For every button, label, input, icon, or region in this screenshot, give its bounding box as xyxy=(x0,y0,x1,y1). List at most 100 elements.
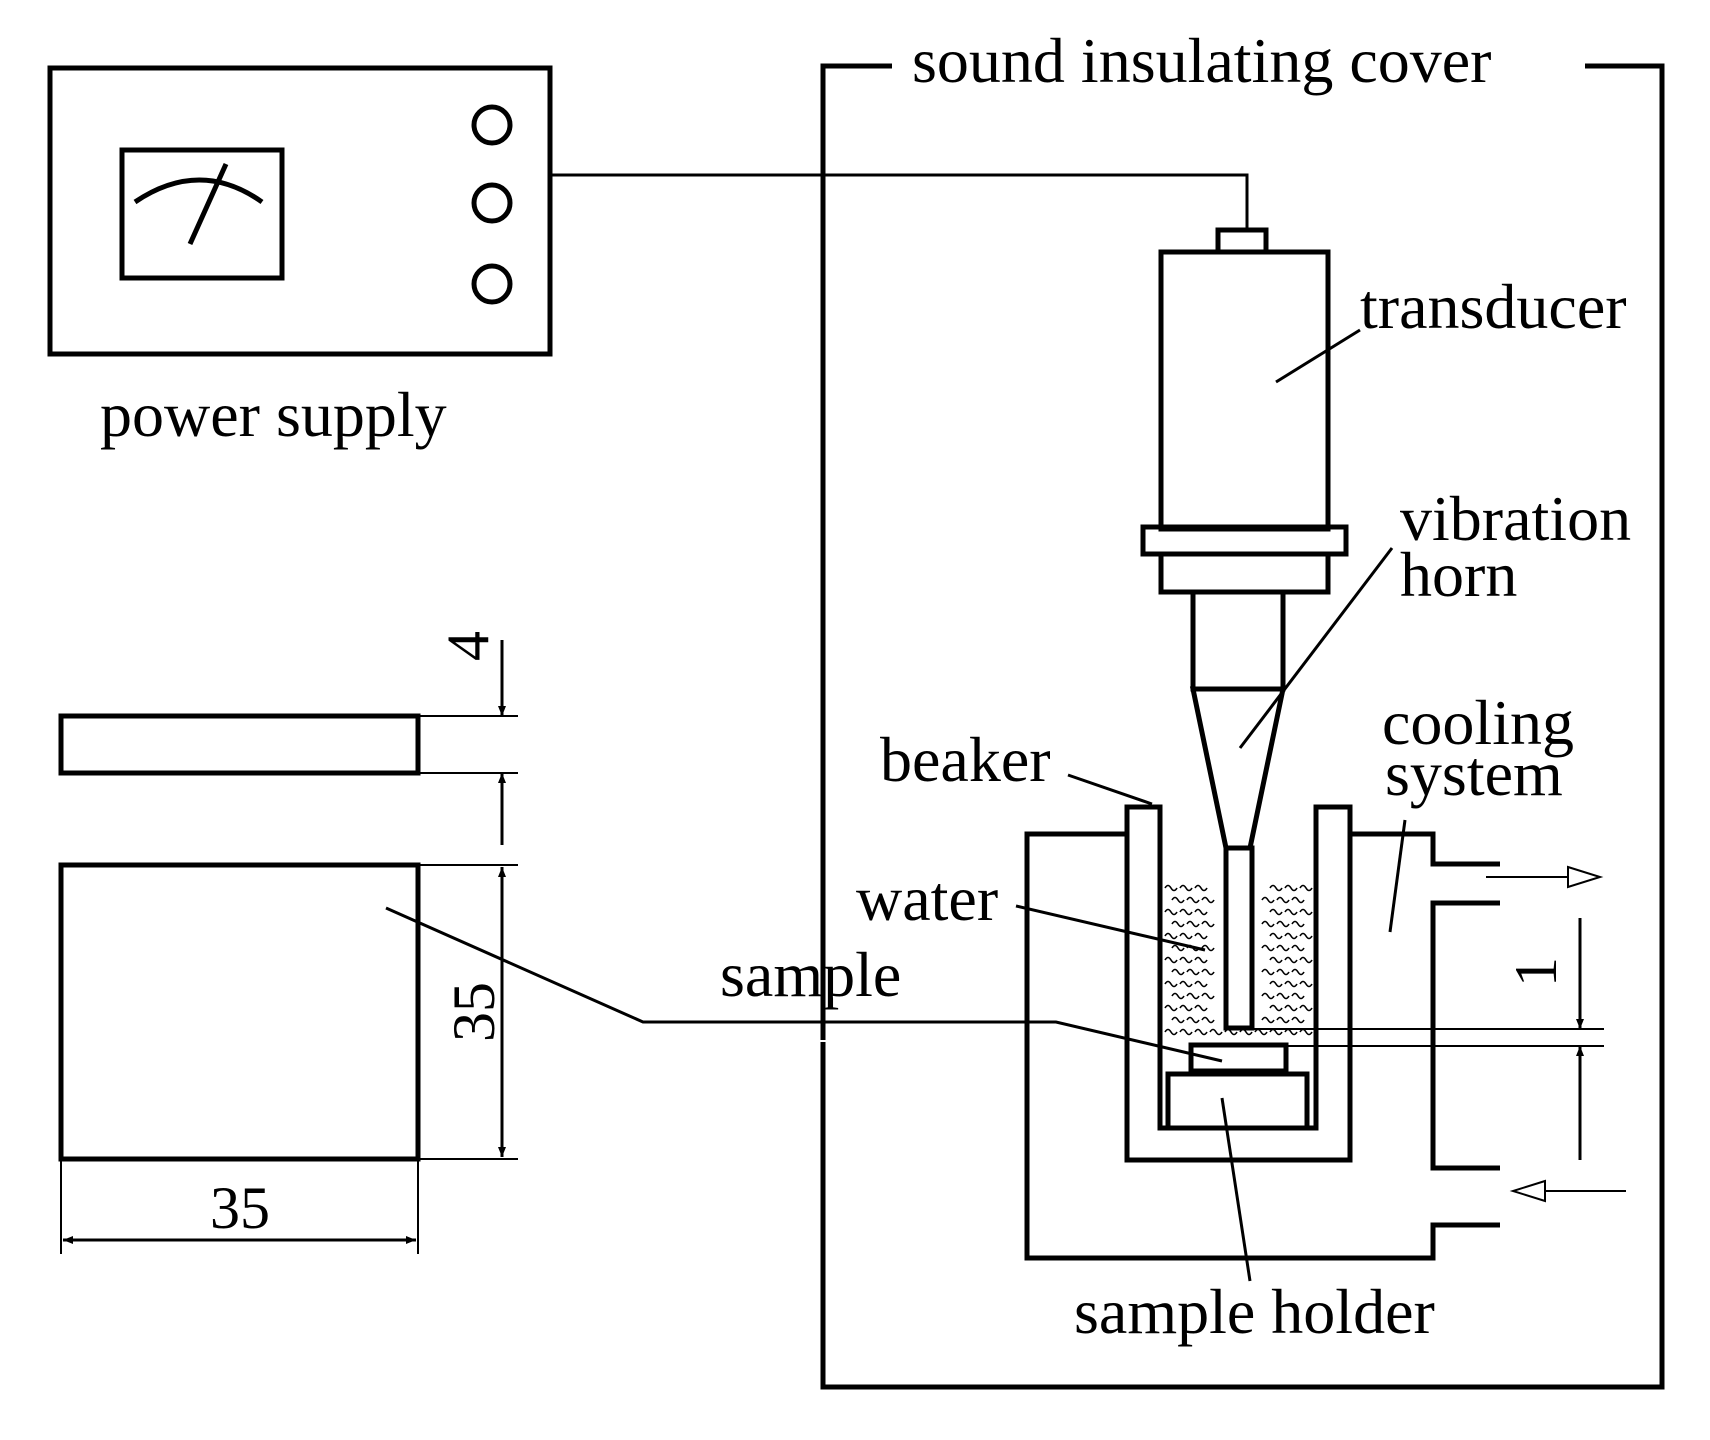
water-wave xyxy=(1276,992,1290,1000)
meter-scale-arc xyxy=(133,177,264,205)
cover-label: sound insulating cover xyxy=(912,25,1491,96)
water-wave xyxy=(1201,896,1215,904)
water-wave xyxy=(1269,908,1283,916)
system-label: system xyxy=(1385,738,1563,809)
water-wave xyxy=(1291,896,1305,904)
cooling-label: cooling xyxy=(1382,687,1574,758)
beaker-label: beaker xyxy=(880,724,1051,795)
control-knob xyxy=(471,104,513,146)
gap-dimension: 1 xyxy=(1503,957,1569,987)
coolant-inlet-arrowhead xyxy=(1509,1179,1546,1203)
cooling-channel-wall xyxy=(1430,900,1500,1171)
water-wave xyxy=(1269,956,1283,964)
water-wave xyxy=(1171,1016,1185,1024)
water-wave xyxy=(1164,980,1178,988)
water-wave xyxy=(1284,1028,1298,1036)
transducer-leader xyxy=(1275,328,1361,384)
cover-right xyxy=(820,63,1665,1390)
horn-taper xyxy=(1189,686,1287,851)
water-wave xyxy=(1299,956,1313,964)
sample-side-rect xyxy=(58,713,421,776)
water-wave xyxy=(1284,980,1298,988)
coolant-outlet-arrowhead xyxy=(1567,865,1604,889)
water-wave xyxy=(1299,908,1313,916)
water-wave xyxy=(1261,920,1275,928)
water-wave xyxy=(1179,956,1193,964)
water-wave xyxy=(1276,968,1290,976)
water-wave xyxy=(1291,920,1305,928)
water-wave xyxy=(1299,884,1313,892)
vibration-horn xyxy=(1189,589,1287,1031)
water-wave xyxy=(1291,944,1305,952)
water-wave xyxy=(1164,908,1178,916)
water-wave xyxy=(1276,920,1290,928)
beaker xyxy=(1124,804,1353,1163)
water-wave xyxy=(1254,1028,1268,1036)
cover-left-top xyxy=(820,63,892,1040)
water-wave xyxy=(1201,920,1215,928)
water-wave xyxy=(1299,1028,1313,1036)
water-wave xyxy=(1276,1016,1290,1024)
water-wave xyxy=(1209,1028,1223,1036)
sound-insulating-cover xyxy=(820,63,1665,1390)
beaker-leader xyxy=(1067,773,1153,806)
sample-leader xyxy=(385,906,1223,1063)
control-knob xyxy=(471,263,513,305)
transducer-body xyxy=(1158,249,1331,532)
horn-label: horn xyxy=(1400,539,1517,610)
water-wave xyxy=(1164,956,1178,964)
water-wave xyxy=(1284,932,1298,940)
sample-side-view: 4 xyxy=(58,631,518,845)
water-leader xyxy=(1015,904,1206,952)
sample-holder-label: sample holder xyxy=(1074,1276,1435,1347)
meter-needle xyxy=(187,162,229,246)
cooling-system xyxy=(1024,831,1626,1261)
power-supply-box xyxy=(47,65,553,357)
water-wave xyxy=(1269,884,1283,892)
water-label: water xyxy=(856,863,998,934)
water-wave xyxy=(1269,1028,1283,1036)
water-wave xyxy=(1291,968,1305,976)
transducer-base xyxy=(1158,551,1331,595)
horn-upper xyxy=(1190,589,1286,692)
water-wave xyxy=(1261,992,1275,1000)
control-knob xyxy=(471,182,513,224)
power-supply-label: power supply xyxy=(100,379,447,450)
water-wave xyxy=(1179,932,1193,940)
water-wave xyxy=(1201,992,1215,1000)
water-wave xyxy=(1299,1004,1313,1012)
meter-window xyxy=(119,147,285,281)
water-wave xyxy=(1171,944,1185,952)
water-wave xyxy=(1179,1004,1193,1012)
water-wave xyxy=(1299,932,1313,940)
water-wave xyxy=(1284,908,1298,916)
water-wave xyxy=(1201,968,1215,976)
water-wave xyxy=(1186,896,1200,904)
water-wave xyxy=(1284,884,1298,892)
water-wave xyxy=(1186,920,1200,928)
water-wave xyxy=(1179,1028,1193,1036)
transducer-label: transducer xyxy=(1360,271,1627,342)
water-wave xyxy=(1171,896,1185,904)
sample-top-rect xyxy=(58,862,421,1162)
water-wave xyxy=(1261,1016,1275,1024)
water-wave xyxy=(1164,932,1178,940)
water-wave xyxy=(1179,884,1193,892)
sample-top-view: 35 35 xyxy=(58,862,518,1254)
width-dimension: 35 xyxy=(210,1175,270,1241)
height-dimension: 35 xyxy=(441,982,507,1042)
beaker-wall xyxy=(1124,804,1353,1163)
cooling-leader xyxy=(1388,819,1407,933)
water-fill xyxy=(1164,884,1313,1036)
water-wave xyxy=(1276,944,1290,952)
water-wave xyxy=(1276,896,1290,904)
water-wave xyxy=(1164,1028,1178,1036)
power-cable xyxy=(550,173,1249,230)
thickness-dimension: 4 xyxy=(435,631,501,661)
water-wave xyxy=(1164,1004,1178,1012)
transducer-connector xyxy=(1215,227,1269,255)
sample-holder xyxy=(1165,1071,1310,1131)
water-wave xyxy=(1261,968,1275,976)
water-wave xyxy=(1186,992,1200,1000)
power-supply xyxy=(47,65,553,357)
